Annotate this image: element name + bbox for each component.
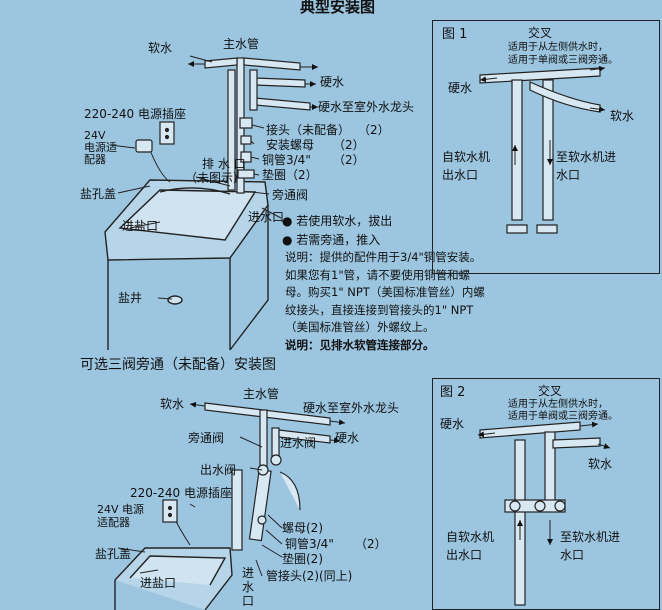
top-bullet-soft: ● 若使用软水，拔出 — [282, 214, 393, 228]
bottom-salt-inlet-label: 进盐口 — [140, 576, 177, 590]
note-line: 母。购买1" NPT（美国标准管丝）内螺 — [285, 285, 485, 299]
top-pipes — [204, 57, 311, 194]
figure-2-cross-label: 交叉 — [538, 384, 563, 398]
bottom-soft-water-label: 软水 — [160, 397, 185, 411]
figure-2-hard-label: 硬水 — [440, 417, 465, 431]
bottom-outlet-valve-label: 出水阀 — [200, 463, 237, 477]
figure-1-soft-label: 软水 — [610, 109, 635, 123]
top-power-socket — [135, 121, 175, 153]
top-salt-lid-label: 盐孔盖 — [80, 187, 117, 201]
top-hard-outdoor-label: 硬水至室外水龙头 — [318, 100, 415, 114]
top-salt-well-label: 盐井 — [118, 291, 143, 305]
figure-1-cross-note2: 适用于单阀或三阀旁通。 — [508, 55, 618, 66]
figure-2-cross-note1: 适用于从左侧供水时， — [508, 399, 608, 410]
bottom-inlet-vertical-label: 进 水 口 — [242, 566, 255, 608]
figure-2-inlet-label: 至软水机进 水口 — [560, 530, 621, 562]
figure-2-label: 图 2 — [440, 385, 466, 400]
top-adapter-label: 24V 电源适 配器 — [84, 129, 117, 166]
bottom-pipes — [204, 402, 331, 551]
top-bypass-label: 旁通阀 — [272, 188, 309, 202]
bottom-main-pipe-label: 主水管 — [243, 387, 280, 401]
figure-2-soft-label: 软水 — [588, 457, 613, 471]
figure-1-box — [432, 20, 660, 274]
bottom-copper-label: 铜管3/4" — [285, 537, 334, 551]
bottom-washer-label: 垫圈(2) — [282, 552, 323, 566]
bottom-power-socket-label: 220-240 电源插座 — [130, 486, 232, 500]
bottom-fitting-label: 管接头(2)(同上) — [266, 569, 353, 583]
note-line: 纹接头，直接连接到管接头的1" NPT — [285, 302, 474, 317]
bottom-bypass-label: 旁通阀 — [188, 431, 225, 445]
figure-1-cross-note1: 适用于从左侧供水时， — [508, 42, 608, 53]
note-line: 如果您有1"管，请不要使用铜管和螺 — [285, 267, 471, 282]
bottom-softener-unit — [114, 547, 233, 610]
top-copper-qty: （2） — [333, 153, 365, 167]
top-washer-label: 垫圈（2） — [262, 168, 318, 182]
bottom-copper-qty: （2） — [355, 537, 387, 551]
installation-note: 说明：提供的配件用于3/4"铜管安装。 如果您有1"管，请不要使用铜管和螺 母。… — [285, 249, 485, 354]
top-nut-qty: （2） — [333, 138, 365, 152]
top-softener-unit — [104, 179, 269, 351]
top-inlet-label: 进水口 — [248, 210, 285, 224]
top-drain-label: 排 水 口 — [202, 157, 246, 171]
figure-1-hard-label: 硬水 — [448, 81, 473, 95]
top-fitting-qty: （2） — [358, 123, 390, 137]
bottom-salt-lid-label: 盐孔盖 — [95, 547, 132, 561]
bottom-adapter-label: 24V 电源 适配器 — [97, 503, 145, 529]
bottom-power-socket — [162, 499, 178, 523]
top-copper-label: 铜管3/4" — [262, 153, 311, 167]
top-salt-inlet-label: 进盐口 — [122, 219, 159, 233]
note-line: （美国标准管丝）外螺纹上。 — [285, 320, 435, 334]
top-hard-water-label: 硬水 — [320, 75, 345, 89]
top-drain-note: （未图示） — [185, 171, 246, 185]
figure-1-label: 图 1 — [442, 27, 468, 42]
figure-2-outlet-label: 自软水机 出水口 — [446, 530, 495, 562]
bottom-hard-label: 硬水 — [335, 431, 360, 445]
figure-1-inlet-label: 至软水机进 水口 — [556, 150, 617, 182]
top-power-socket-label: 220-240 电源插座 — [84, 107, 186, 121]
bottom-nut-label: 螺母(2) — [282, 521, 323, 535]
top-soft-water-label: 软水 — [148, 41, 173, 55]
figure-2-cross-note2: 适用于单阀或三阀旁通。 — [508, 411, 618, 422]
top-nut-label: 安装螺母 — [266, 138, 315, 152]
page-title: 典型安装图 — [300, 0, 376, 16]
top-main-pipe-label: 主水管 — [223, 37, 260, 51]
bottom-inlet-valve-label: 进水阀 — [280, 436, 317, 450]
top-bullet-bypass: ● 若需旁通，推入 — [282, 233, 381, 247]
figure-1-cross-label: 交叉 — [528, 26, 553, 40]
bypass-section-title: 可选三阀旁通（未配备）安装图 — [80, 357, 276, 373]
bottom-hard-outdoor-label: 硬水至室外水龙头 — [303, 401, 400, 415]
figure-1-outlet-label: 自软水机 出水口 — [442, 150, 491, 182]
top-fitting-label: 接头（未配备） — [266, 123, 351, 137]
note-bold-line: 说明：见排水软管连接部分。 — [285, 337, 435, 352]
